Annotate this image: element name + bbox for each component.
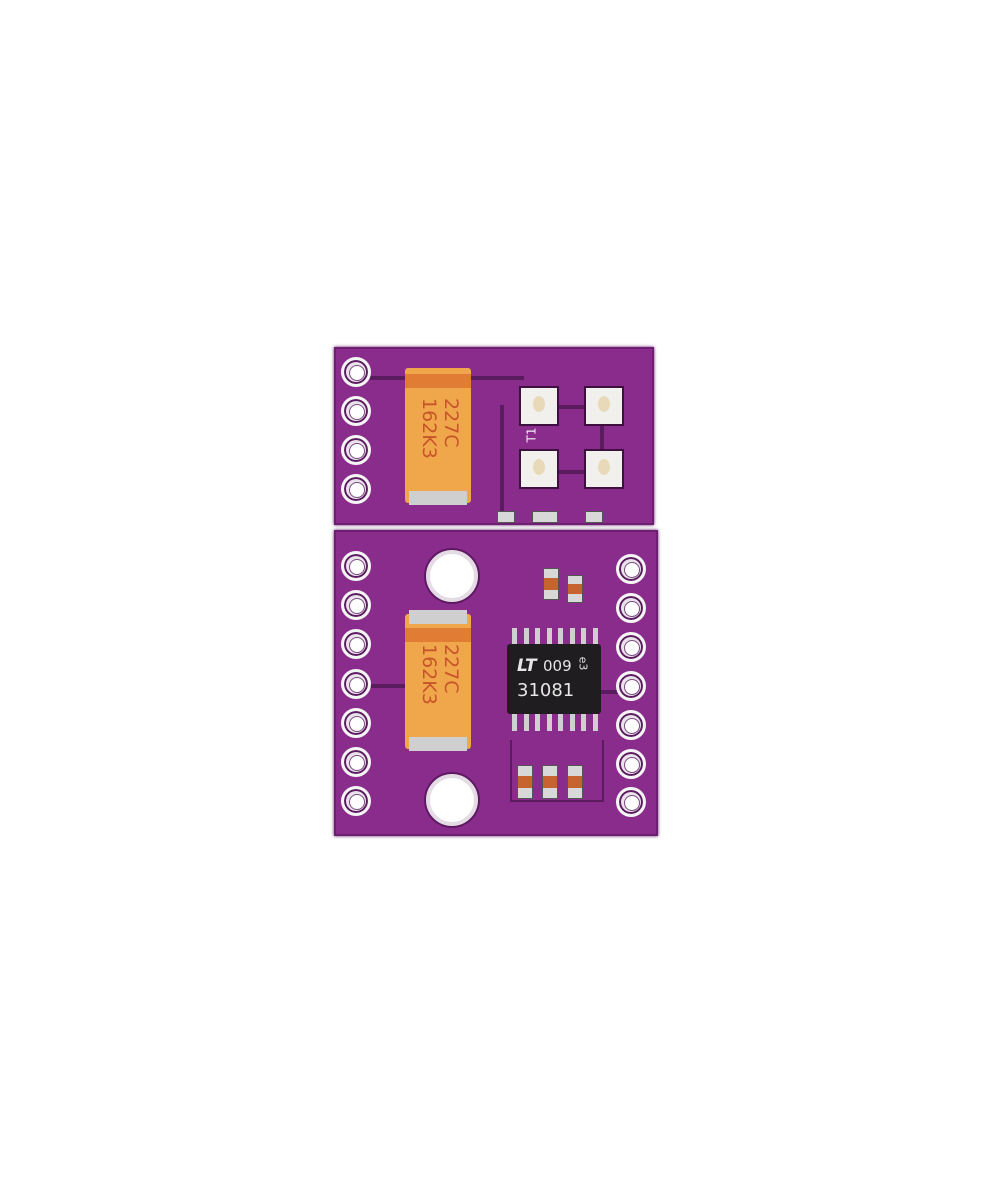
header-pin bbox=[616, 671, 646, 701]
chip-pin bbox=[569, 713, 575, 731]
header-pin bbox=[341, 747, 371, 777]
chip-pin bbox=[558, 628, 563, 646]
chip-mark: e3 bbox=[576, 656, 590, 671]
chip-pin bbox=[535, 713, 540, 731]
pcb-upper-section bbox=[334, 347, 654, 525]
header-pin bbox=[341, 396, 371, 426]
smd-capacitor bbox=[543, 568, 559, 600]
ic-chip: LT 009 e3 31081 bbox=[507, 644, 601, 714]
tantalum-capacitor: 227C 162K3 bbox=[405, 610, 471, 751]
chip-pin bbox=[523, 628, 529, 646]
chip-pin bbox=[512, 628, 517, 646]
chip-pin bbox=[592, 628, 598, 646]
smd-resistor bbox=[532, 511, 558, 523]
header-pin bbox=[616, 710, 646, 740]
smd-capacitor bbox=[567, 765, 583, 799]
chip-pin bbox=[581, 628, 586, 646]
chip-pin bbox=[546, 628, 552, 646]
chip-date-code: 009 bbox=[543, 657, 572, 675]
smd-capacitor bbox=[567, 575, 583, 603]
capacitor-code: 162K3 bbox=[418, 644, 440, 705]
capacitor-value: 227C bbox=[440, 398, 462, 448]
header-pin bbox=[341, 629, 371, 659]
header-pin bbox=[341, 551, 371, 581]
header-pin bbox=[341, 786, 371, 816]
smd-capacitor bbox=[517, 765, 533, 799]
mounting-hole bbox=[426, 550, 478, 602]
header-pin bbox=[616, 554, 646, 584]
chip-part-number: 31081 bbox=[517, 680, 575, 701]
header-pin bbox=[341, 435, 371, 465]
sensor-pad bbox=[584, 449, 624, 489]
capacitor-code: 162K3 bbox=[418, 398, 440, 459]
chip-pin bbox=[592, 713, 598, 731]
chip-pin bbox=[581, 713, 586, 731]
pcb-lower-section bbox=[334, 530, 658, 836]
trace bbox=[500, 405, 504, 517]
silkscreen-label: T1 bbox=[524, 427, 539, 443]
smd-resistor bbox=[497, 511, 515, 523]
manufacturer-logo: LT bbox=[517, 656, 537, 676]
header-pin bbox=[616, 787, 646, 817]
chip-pin bbox=[569, 628, 575, 646]
trace bbox=[510, 740, 604, 802]
tantalum-capacitor: 227C 162K3 bbox=[405, 368, 471, 505]
sensor-pad bbox=[519, 386, 559, 426]
header-pin bbox=[341, 357, 371, 387]
header-pin bbox=[341, 669, 371, 699]
smd-resistor bbox=[585, 511, 603, 523]
sensor-pad bbox=[519, 449, 559, 489]
chip-pin bbox=[523, 713, 529, 731]
header-pin bbox=[616, 593, 646, 623]
header-pin bbox=[616, 749, 646, 779]
header-pin bbox=[341, 590, 371, 620]
chip-pin bbox=[512, 713, 517, 731]
chip-pin bbox=[535, 628, 540, 646]
sensor-pad bbox=[584, 386, 624, 426]
smd-capacitor bbox=[542, 765, 558, 799]
capacitor-value: 227C bbox=[440, 644, 462, 694]
header-pin bbox=[341, 708, 371, 738]
mounting-hole bbox=[426, 774, 478, 826]
header-pin bbox=[616, 632, 646, 662]
chip-pin bbox=[558, 713, 563, 731]
header-pin bbox=[341, 474, 371, 504]
chip-pin bbox=[546, 713, 552, 731]
